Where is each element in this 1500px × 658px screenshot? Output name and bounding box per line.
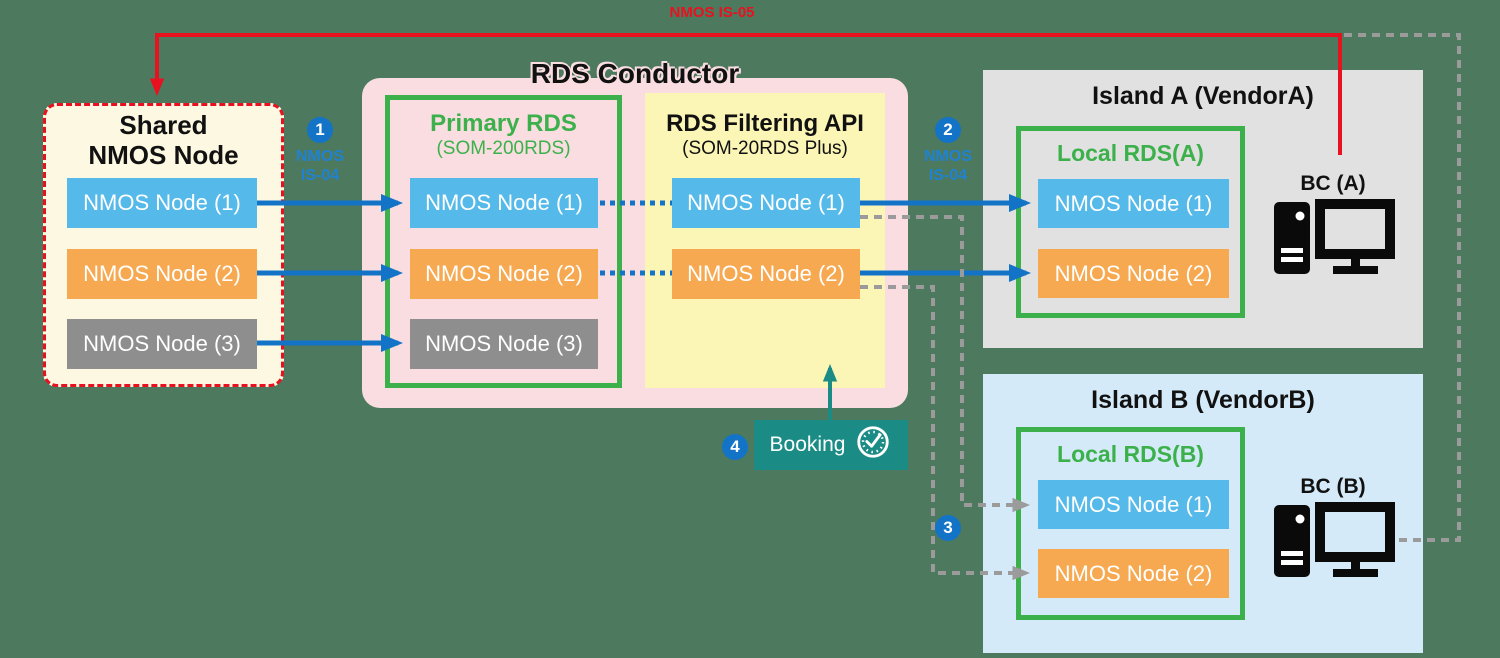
bc-b-computer-icon: [1270, 501, 1395, 581]
is04-label-2-line2: IS-04: [928, 167, 968, 184]
primary-rds-subtitle: (SOM-200RDS): [436, 138, 571, 159]
step-3-badge: 3: [935, 515, 961, 541]
rds-filtering-api-subtitle: (SOM-20RDS Plus): [682, 138, 848, 159]
bc-a-computer-icon: [1270, 198, 1395, 278]
shared-nmos-node-2: NMOS Node (2): [67, 249, 257, 299]
shared-node-title-line2: NMOS Node: [88, 140, 239, 170]
is04-label-2: NMOS IS-04: [913, 147, 983, 185]
filtering-api-nmos-node-1: NMOS Node (1): [672, 178, 860, 228]
rds-filtering-api-title: RDS Filtering API: [666, 110, 864, 137]
island-a-nmos-node-1: NMOS Node (1): [1038, 179, 1229, 228]
step-1-badge: 1: [307, 117, 333, 143]
booking-box: Booking: [754, 420, 908, 470]
is04-label-1-line1: NMOS: [296, 148, 344, 165]
bc-a-label: BC (A): [1300, 172, 1366, 195]
is04-label-2-line1: NMOS: [924, 148, 972, 165]
local-rds-b-title: Local RDS(B): [1057, 441, 1204, 467]
local-rds-a-title: Local RDS(A): [1057, 140, 1204, 166]
step-2-badge: 2: [935, 117, 961, 143]
filtering-api-nmos-node-2: NMOS Node (2): [672, 249, 860, 299]
bc-b-label: BC (B): [1300, 475, 1366, 498]
step-4-badge: 4: [722, 434, 748, 460]
shared-node-title: Shared NMOS Node: [43, 110, 284, 170]
is04-label-1: NMOS IS-04: [285, 147, 355, 185]
primary-rds-nmos-node-3: NMOS Node (3): [410, 319, 598, 369]
clock-icon: [854, 423, 892, 467]
island-a-title: Island A (VendorA): [1092, 82, 1314, 110]
island-b-nmos-node-1: NMOS Node (1): [1038, 480, 1229, 529]
shared-nmos-node-3: NMOS Node (3): [67, 319, 257, 369]
island-b-nmos-node-2: NMOS Node (2): [1038, 549, 1229, 598]
booking-label: Booking: [769, 433, 846, 456]
rds-conductor-title: RDS Conductor: [530, 58, 740, 89]
primary-rds-nmos-node-1: NMOS Node (1): [410, 178, 598, 228]
island-a-nmos-node-2: NMOS Node (2): [1038, 249, 1229, 298]
is04-label-1-line2: IS-04: [300, 167, 340, 184]
shared-nmos-node-1: NMOS Node (1): [67, 178, 257, 228]
primary-rds-title: Primary RDS: [430, 110, 577, 137]
island-b-title: Island B (VendorB): [1091, 386, 1315, 414]
is05-label: NMOS IS-05: [669, 4, 755, 21]
primary-rds-nmos-node-2: NMOS Node (2): [410, 249, 598, 299]
shared-node-title-line1: Shared: [119, 110, 208, 140]
